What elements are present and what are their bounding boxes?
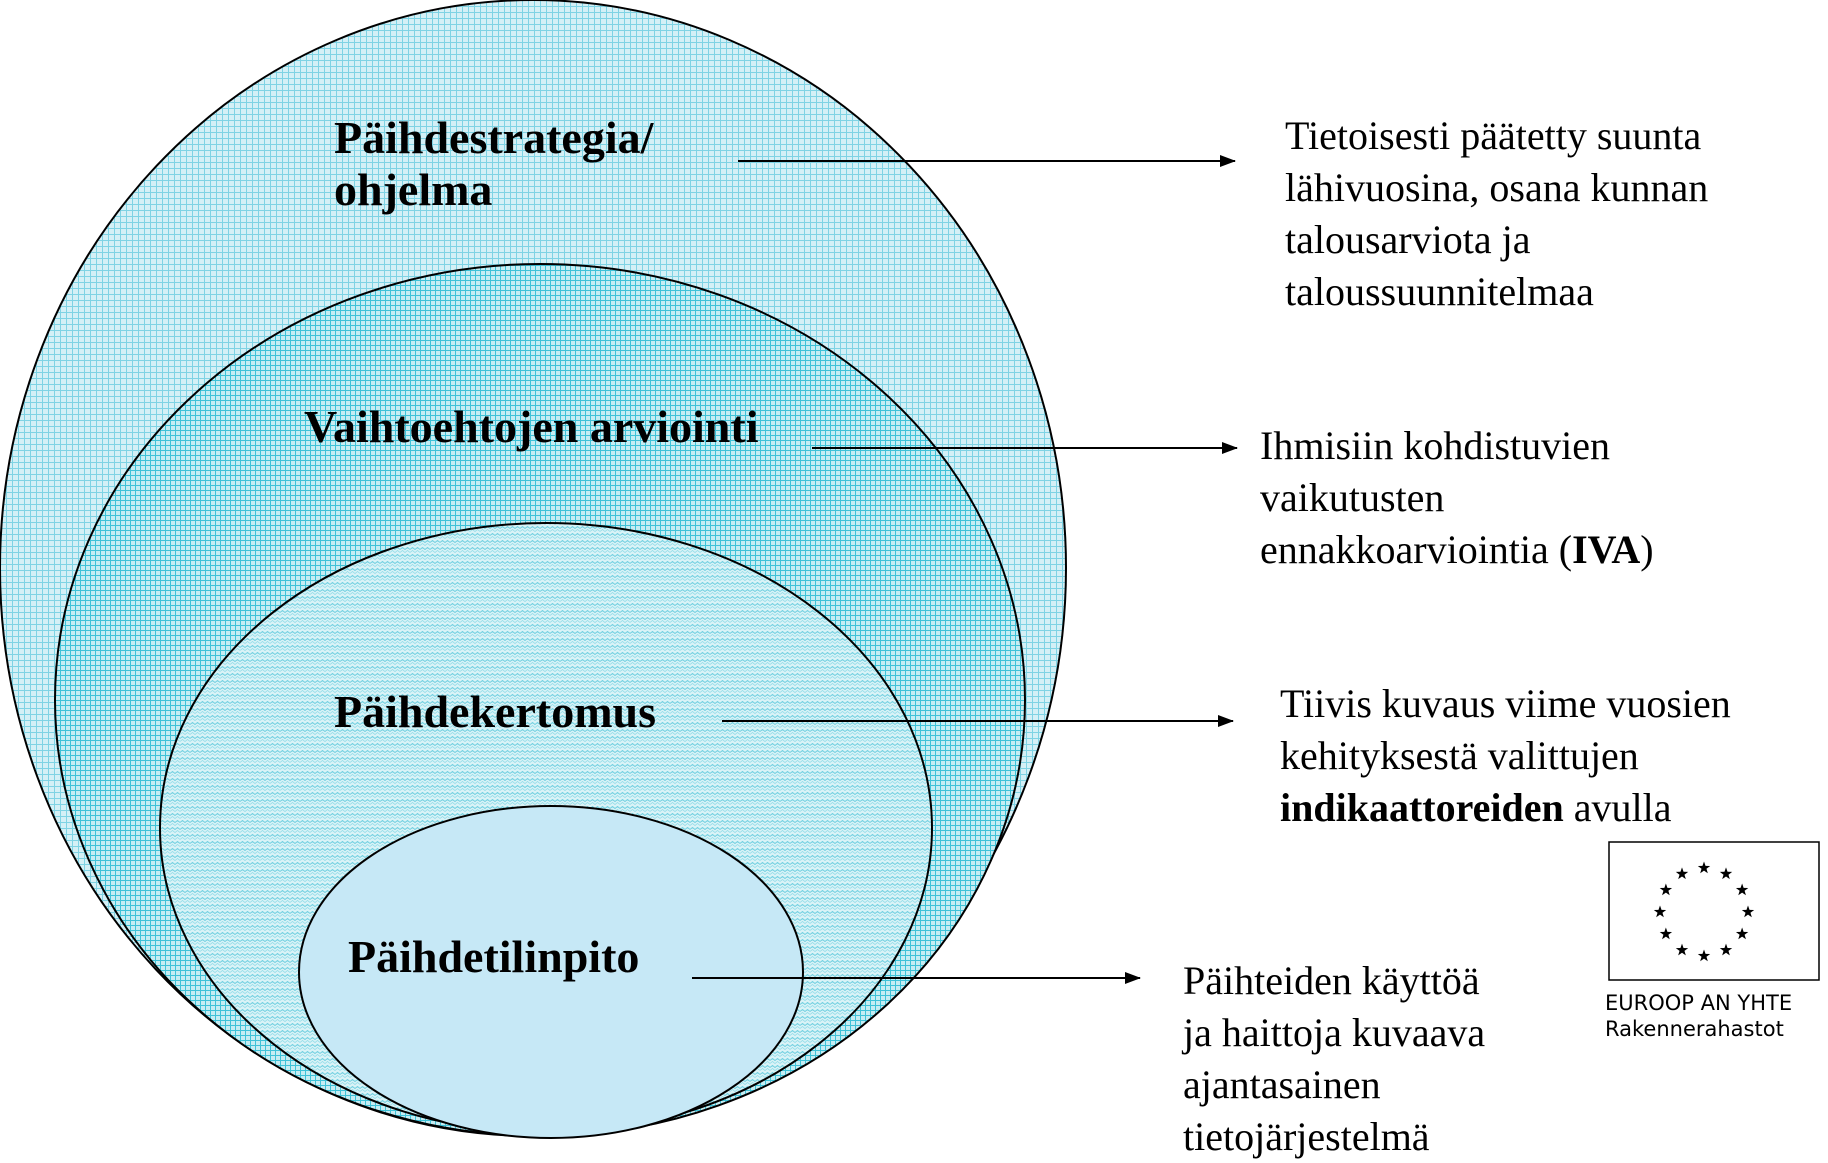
description-assessment-pre: ennakkoarviointia ( xyxy=(1260,527,1573,572)
eu-star xyxy=(1719,943,1733,956)
description-assessment-post: ) xyxy=(1640,527,1654,572)
eu-star xyxy=(1697,861,1711,874)
description-report-line-2: kehityksestä valittujen xyxy=(1280,733,1639,778)
eu-star xyxy=(1741,905,1755,918)
eu-logo-line-2: Rakennerahastot xyxy=(1605,1017,1784,1041)
description-accounting-line-2: ja haittoja kuvaava xyxy=(1183,1010,1486,1055)
eu-star xyxy=(1659,927,1673,940)
eu-star xyxy=(1653,905,1667,918)
label-report: Päihdekertomus xyxy=(334,686,656,738)
eu-logo-line-1: EUROOP AN YHTE xyxy=(1605,991,1793,1015)
description-assessment-line-1: Ihmisiin kohdistuvien xyxy=(1260,423,1610,468)
label-strategy: Päihdestrategia/ ohjelma xyxy=(334,112,653,216)
description-strategy-line-1: Tietoisesti päätetty suunta xyxy=(1285,113,1702,158)
description-report-line-1: Tiivis kuvaus viime vuosien xyxy=(1280,681,1731,726)
description-assessment: Ihmisiin kohdistuvien vaikutusten ennakk… xyxy=(1260,420,1654,576)
description-accounting-line-1: Päihteiden käyttöä xyxy=(1183,958,1480,1003)
description-strategy: Tietoisesti päätetty suunta lähivuosina,… xyxy=(1285,110,1708,318)
description-accounting-line-3: ajantasainen xyxy=(1183,1062,1381,1107)
description-accounting-line-4: tietojärjestelmä xyxy=(1183,1114,1430,1159)
description-assessment-bold: IVA xyxy=(1572,527,1641,572)
eu-logo-text: EUROOP AN YHTE Rakennerahastot xyxy=(1605,990,1828,1042)
eu-star xyxy=(1675,867,1689,880)
description-accounting: Päihteiden käyttöä ja haittoja kuvaava a… xyxy=(1183,955,1485,1163)
eu-star xyxy=(1675,943,1689,956)
label-strategy-line-2: ohjelma xyxy=(334,164,493,215)
eu-flag-box xyxy=(1608,841,1820,981)
eu-star xyxy=(1735,927,1749,940)
eu-stars-icon xyxy=(1653,861,1755,962)
eu-star xyxy=(1719,867,1733,880)
eu-star xyxy=(1697,949,1711,962)
description-report-post: avulla xyxy=(1563,785,1672,830)
description-report: Tiivis kuvaus viime vuosien kehityksestä… xyxy=(1280,678,1731,834)
description-report-bold: indikaattoreiden xyxy=(1280,785,1564,830)
label-accounting-line-1: Päihdetilinpito xyxy=(348,931,640,982)
label-strategy-line-1: Päihdestrategia/ xyxy=(334,112,654,163)
description-report-line-3: indikaattoreiden avulla xyxy=(1280,782,1731,834)
label-report-line-1: Päihdekertomus xyxy=(334,686,656,737)
eu-star xyxy=(1735,883,1749,896)
description-assessment-line-3: ennakkoarviointia (IVA) xyxy=(1260,524,1654,576)
label-accounting: Päihdetilinpito xyxy=(348,931,639,983)
description-assessment-line-2: vaikutusten xyxy=(1260,475,1445,520)
description-strategy-line-4: taloussuunnitelmaa xyxy=(1285,269,1594,314)
inner-ellipse-accounting xyxy=(298,805,804,1139)
label-assessment-line-1: Vaihtoehtojen arviointi xyxy=(304,401,759,452)
eu-star xyxy=(1659,883,1673,896)
description-strategy-line-3: talousarviota ja xyxy=(1285,217,1531,262)
label-assessment: Vaihtoehtojen arviointi xyxy=(304,401,758,453)
description-strategy-line-2: lähivuosina, osana kunnan xyxy=(1285,165,1709,210)
